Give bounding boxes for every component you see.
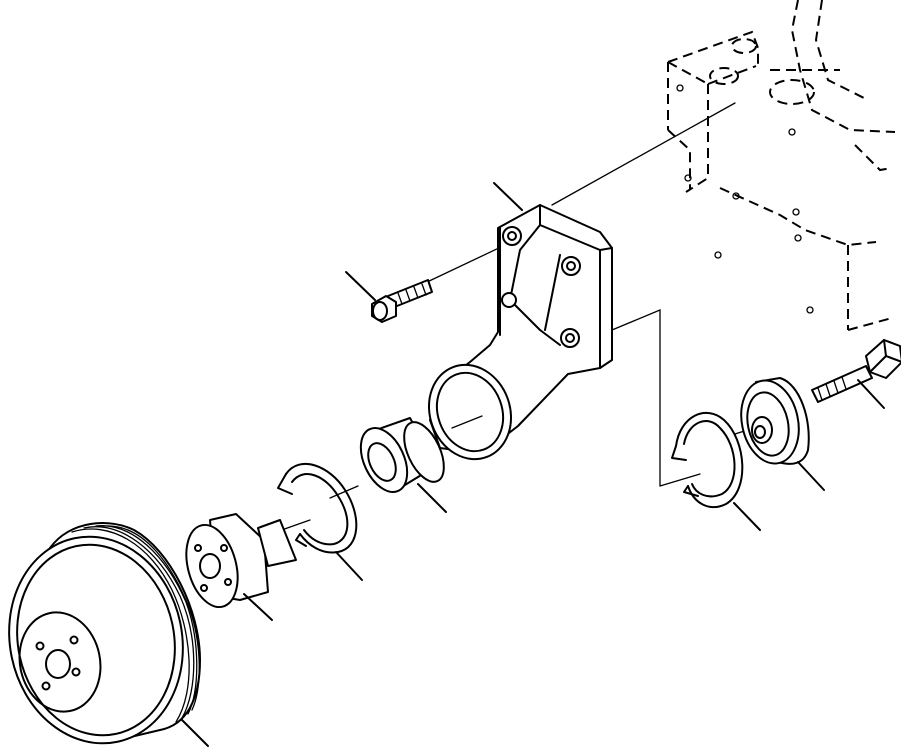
mounting-bracket [427, 204, 613, 461]
leader-fan-pulley [181, 719, 209, 747]
leader-snap-ring-left [335, 551, 363, 581]
leader-hub [243, 593, 273, 621]
bracket-bolt [371, 279, 433, 323]
engine-block [667, 0, 896, 331]
snap-ring-right [671, 411, 744, 509]
pulley-bolt [811, 339, 901, 403]
leader-idler-pulley [797, 461, 825, 491]
fan-pulley [8, 522, 201, 745]
idler-pulley [740, 377, 810, 465]
leader-bushing [417, 483, 447, 513]
leader-bracket-bolt [345, 271, 376, 301]
leader-lines [181, 182, 885, 747]
snap-ring-left [277, 463, 358, 554]
hub [185, 513, 297, 609]
leader-mounting-bracket [493, 182, 523, 211]
leader-snap-ring-right [733, 502, 761, 531]
bushing [359, 417, 445, 493]
leader-pulley-bolt [857, 379, 885, 409]
